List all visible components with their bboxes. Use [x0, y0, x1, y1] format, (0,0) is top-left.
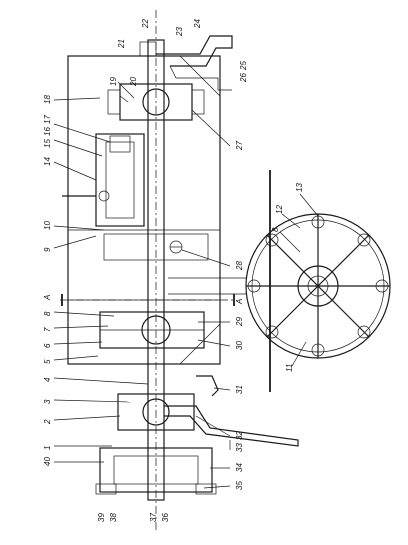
callout-8: 8	[43, 311, 52, 316]
callout-13: 13	[295, 183, 304, 192]
callout-14: 14	[43, 157, 52, 166]
callout-18: 18	[43, 95, 52, 104]
callout-a-right: A	[235, 299, 244, 305]
callout-6: 6	[43, 343, 52, 348]
callouts-top: 21 22 23 24 25 26 20	[117, 19, 248, 87]
callout-8-section: 8	[271, 227, 280, 232]
callout-1: 1	[43, 446, 52, 450]
callout-27: 27	[235, 141, 244, 151]
callouts-left: 40 1 2 3 4 5 6 7 8 A 9 10 14 15 16 17 18…	[43, 77, 118, 466]
plate-28	[103, 233, 209, 261]
callout-10: 10	[43, 221, 52, 230]
main-shaft	[147, 10, 165, 530]
leader-lines	[53, 81, 319, 489]
lower-lever	[164, 405, 299, 447]
handle-31	[196, 375, 219, 397]
section-wheel	[168, 170, 391, 392]
callouts-right: 27 28 A 29 30 31 32 33 34 35	[235, 141, 244, 490]
callouts-bottom: 39 38 37 36	[97, 513, 170, 522]
callout-3: 3	[43, 399, 52, 404]
upper-lever	[139, 35, 233, 91]
callout-39: 39	[97, 513, 106, 522]
callout-7: 7	[43, 327, 52, 332]
callout-5: 5	[43, 359, 52, 364]
callout-29: 29	[235, 317, 244, 327]
callout-19: 19	[109, 77, 118, 86]
callout-2: 2	[43, 419, 52, 425]
section-marker	[60, 294, 236, 306]
callout-33: 33	[235, 443, 244, 452]
middle-bearing	[99, 311, 205, 349]
callout-35: 35	[235, 481, 244, 490]
callout-28: 28	[235, 261, 244, 271]
callout-21: 21	[117, 39, 126, 49]
callout-38: 38	[109, 513, 118, 522]
callout-11: 11	[285, 364, 294, 372]
callout-40: 40	[43, 457, 52, 466]
callout-34: 34	[235, 463, 244, 472]
callout-12: 12	[275, 205, 284, 214]
callout-31: 31	[235, 385, 244, 394]
callout-15: 15	[43, 139, 52, 148]
callout-36: 36	[161, 513, 170, 522]
bottom-pulley	[95, 447, 217, 495]
callout-20: 20	[129, 77, 138, 87]
callout-4: 4	[43, 377, 52, 382]
lower-bearing	[117, 393, 195, 431]
callout-25: 25	[239, 61, 248, 71]
callout-17: 17	[43, 115, 52, 124]
upper-bearing	[107, 83, 205, 121]
callout-26: 26	[239, 73, 248, 83]
callout-a-left: A	[43, 295, 52, 301]
callout-9: 9	[43, 247, 52, 252]
cylinder-unit	[62, 133, 145, 227]
callout-32: 32	[235, 431, 244, 440]
callout-22: 22	[141, 19, 150, 29]
callout-37: 37	[149, 513, 158, 522]
callout-16: 16	[43, 127, 52, 136]
callouts-section: 13 12 8 11	[271, 183, 304, 372]
callout-30: 30	[235, 341, 244, 350]
callout-23: 23	[175, 27, 184, 37]
callout-24: 24	[193, 19, 202, 29]
